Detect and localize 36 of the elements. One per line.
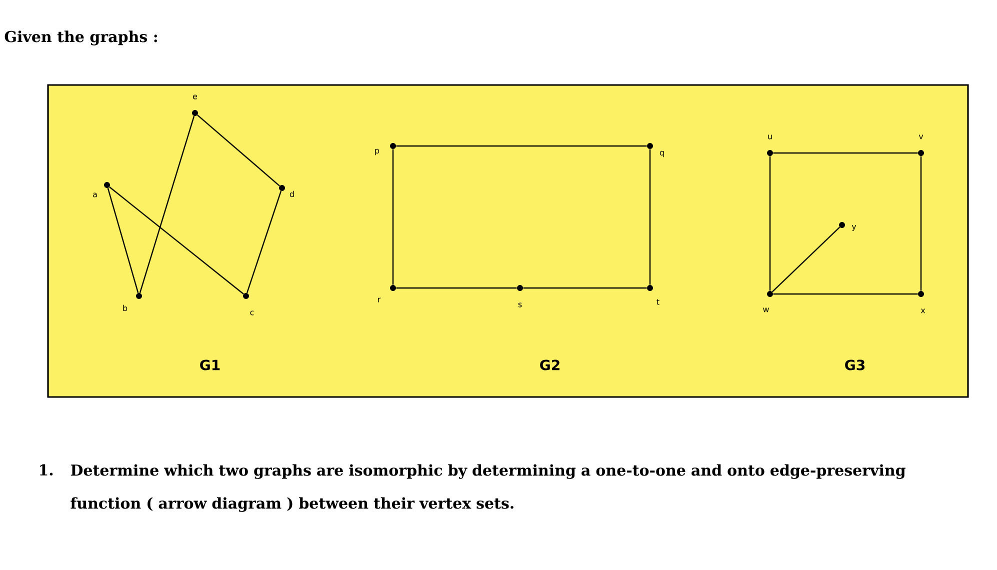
vertex-label: d: [290, 190, 294, 198]
graph-edge: [920, 156, 922, 291]
list-number: 1.: [40, 464, 53, 476]
graph-edge: [139, 116, 195, 294]
vertex-label: w: [763, 308, 769, 312]
graph-edge: [197, 114, 280, 186]
vertex-label: e: [192, 94, 198, 100]
graph-edge: [396, 145, 647, 147]
graph-edge: [769, 156, 771, 291]
graph-edge: [392, 149, 394, 285]
vertex-label: p: [375, 148, 380, 156]
graph-edge: [773, 152, 918, 154]
vertex-label: s: [518, 302, 522, 308]
graph-edge: [246, 190, 282, 294]
graph-edge: [109, 186, 244, 294]
vertex-label: r: [378, 298, 381, 302]
graph-edge: [107, 188, 139, 294]
vertex-label: c: [250, 310, 254, 316]
graph-edge: [649, 149, 651, 285]
graph-name: G3: [845, 360, 864, 370]
vertex-label: q: [660, 150, 664, 158]
vertex-label: b: [123, 304, 128, 312]
graph-edge: [523, 287, 647, 289]
vertex-label: u: [768, 134, 772, 140]
graph-name: G1: [200, 360, 220, 370]
graph-name: G2: [540, 360, 560, 370]
graph-edge: [772, 226, 840, 292]
vertex-label: t: [656, 299, 660, 305]
title: Given the graphs :: [4, 30, 158, 46]
vertex-label: v: [918, 134, 924, 140]
vertex-label: x: [920, 308, 926, 314]
vertex-label: y: [852, 224, 856, 232]
vertex-label: a: [93, 192, 97, 198]
question-text: Determine which two graphs are isomorphic by determining a one-to-one and onto edge-preserving function ( arrow diagram ) between their vertex sets.: [70, 464, 906, 512]
graph-edge: [773, 293, 918, 295]
graph-edge: [396, 287, 517, 289]
